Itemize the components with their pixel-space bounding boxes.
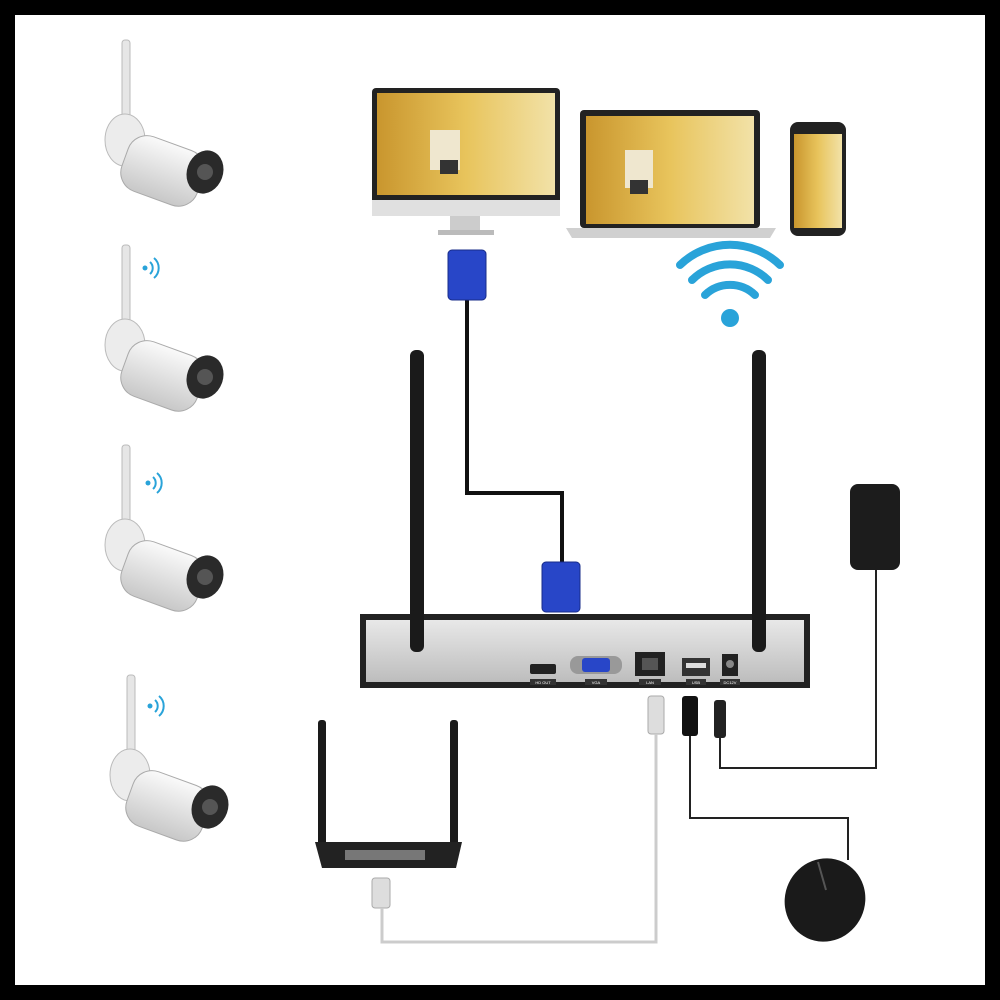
diagram-canvas: HD OUT VGA LAN USB DC12V bbox=[15, 15, 985, 985]
svg-text:USB: USB bbox=[692, 680, 701, 685]
camera-2 bbox=[104, 244, 230, 418]
camera-3 bbox=[104, 444, 230, 618]
wifi-signal-icon bbox=[141, 257, 160, 279]
port-usb[interactable]: USB bbox=[682, 658, 710, 685]
port-power[interactable]: DC12V bbox=[720, 654, 740, 685]
antenna-left bbox=[410, 350, 424, 650]
antenna-right bbox=[752, 350, 766, 650]
svg-text:HD OUT: HD OUT bbox=[535, 680, 551, 685]
network-router bbox=[315, 720, 462, 909]
nvr-recorder: HD OUT VGA LAN USB DC12V bbox=[360, 350, 810, 688]
port-hdmi[interactable]: HD OUT bbox=[530, 664, 556, 685]
desktop-monitor bbox=[372, 88, 560, 235]
camera-4 bbox=[109, 674, 235, 848]
port-vga[interactable]: VGA bbox=[570, 656, 622, 685]
camera-1 bbox=[104, 39, 230, 213]
wifi-signal-icon bbox=[144, 472, 163, 494]
smartphone bbox=[790, 122, 846, 236]
port-lan[interactable]: LAN bbox=[635, 652, 665, 685]
usb-mouse bbox=[682, 696, 866, 942]
lan-cable bbox=[380, 695, 665, 944]
power-adapter bbox=[714, 484, 900, 769]
wifi-icon bbox=[676, 240, 784, 327]
svg-text:VGA: VGA bbox=[592, 680, 601, 685]
wireless-nvr-kit-diagram: HD OUT VGA LAN USB DC12V bbox=[104, 39, 900, 944]
vga-cable bbox=[447, 249, 581, 613]
svg-text:LAN: LAN bbox=[646, 680, 654, 685]
wifi-signal-icon bbox=[146, 695, 165, 717]
svg-text:DC12V: DC12V bbox=[724, 680, 737, 685]
laptop bbox=[566, 110, 776, 238]
